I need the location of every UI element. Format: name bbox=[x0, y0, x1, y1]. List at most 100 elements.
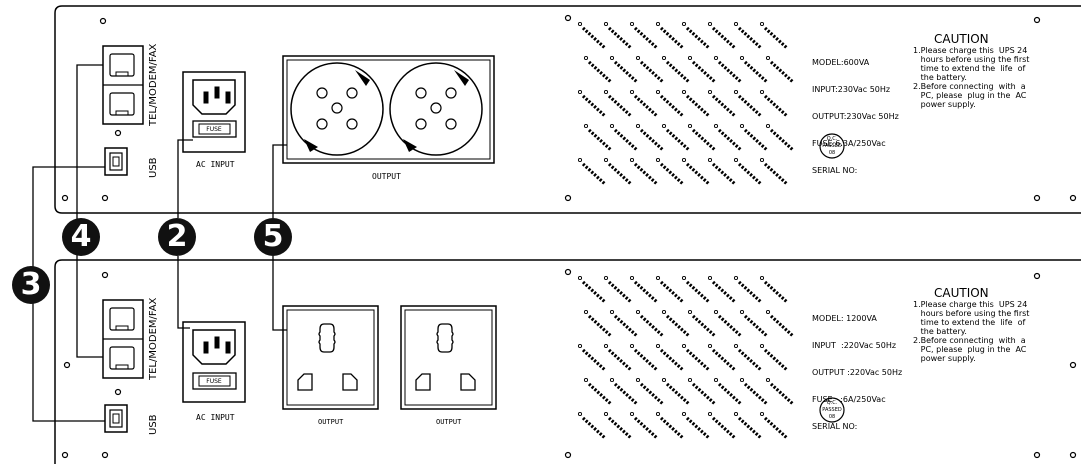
vent-slot bbox=[613, 382, 639, 406]
vent-slot bbox=[685, 280, 711, 304]
top-output-label: OUTPUT bbox=[372, 172, 401, 181]
top-spec-serial: SERIAL NO: bbox=[812, 166, 858, 175]
vent-hole bbox=[603, 411, 609, 417]
vent-slot bbox=[633, 94, 659, 118]
vent-slot bbox=[737, 26, 763, 50]
bottom-tel-modem-fax-label: TEL/MODEM/FAX bbox=[148, 297, 159, 380]
vent-slot bbox=[607, 162, 633, 186]
vent-slot bbox=[691, 60, 717, 84]
vent-hole bbox=[655, 411, 661, 417]
vent-hole bbox=[661, 309, 667, 315]
vent-slot bbox=[639, 60, 665, 84]
bottom-output-socket-2 bbox=[400, 305, 497, 410]
vent-hole bbox=[759, 21, 765, 27]
callout-2: 2 bbox=[158, 218, 196, 256]
vent-hole bbox=[577, 21, 583, 27]
vent-hole bbox=[733, 275, 739, 281]
vent-hole bbox=[661, 377, 667, 383]
vent-slot bbox=[633, 26, 659, 50]
callout-5: 5 bbox=[254, 218, 292, 256]
top-caution-line: time to extend the life of bbox=[913, 64, 1026, 73]
vent-slot bbox=[763, 94, 789, 118]
vent-hole bbox=[629, 157, 635, 163]
vent-hole bbox=[609, 309, 615, 315]
vent-hole bbox=[707, 343, 713, 349]
bottom-caution-line: power supply. bbox=[913, 354, 976, 363]
vent-hole bbox=[577, 89, 583, 95]
vent-slot bbox=[685, 162, 711, 186]
vent-slot bbox=[659, 348, 685, 372]
svg-text:PASSED: PASSED bbox=[822, 407, 842, 413]
vent-hole bbox=[681, 275, 687, 281]
top-ups-panel: Q.C. PASSED 08 bbox=[54, 5, 1081, 214]
vent-hole bbox=[609, 123, 615, 129]
vent-hole bbox=[681, 343, 687, 349]
vent-hole bbox=[765, 309, 771, 315]
bottom-spec-block: MODEL: 1200VA INPUT :220Vac 50Hz OUTPUT … bbox=[812, 296, 902, 440]
callout-4: 4 bbox=[62, 218, 100, 256]
vent-slot bbox=[743, 60, 769, 84]
bottom-ups-panel: Q.C. PASSED 08 bbox=[54, 259, 1081, 464]
vent-slot bbox=[737, 416, 763, 440]
vent-hole bbox=[609, 55, 615, 61]
vent-hole bbox=[733, 343, 739, 349]
vent-hole bbox=[661, 55, 667, 61]
vent-hole bbox=[739, 309, 745, 315]
vent-slot bbox=[639, 314, 665, 338]
vent-hole bbox=[583, 377, 589, 383]
vent-slot bbox=[691, 314, 717, 338]
vent-slot bbox=[737, 348, 763, 372]
vent-slot bbox=[633, 280, 659, 304]
vent-slot bbox=[587, 60, 613, 84]
vent-slot bbox=[607, 348, 633, 372]
vent-slot bbox=[659, 280, 685, 304]
vent-hole bbox=[687, 55, 693, 61]
vent-hole bbox=[603, 21, 609, 27]
top-spec-fuse: FUSE:6.3A/250Vac bbox=[812, 139, 886, 148]
vent-slot bbox=[607, 94, 633, 118]
top-caution-line: PC, please plug in the AC bbox=[913, 91, 1027, 100]
top-fuse-label: FUSE bbox=[206, 126, 222, 133]
top-usb-port bbox=[104, 147, 128, 176]
top-caution-line: 1.Please charge this UPS 24 bbox=[913, 46, 1028, 55]
bottom-caution-line: PC, please plug in the AC bbox=[913, 345, 1027, 354]
vent-hole bbox=[759, 343, 765, 349]
bottom-spec-input: INPUT :220Vac 50Hz bbox=[812, 341, 897, 350]
vent-hole bbox=[655, 343, 661, 349]
bottom-usb-port bbox=[104, 404, 128, 433]
vent-hole bbox=[577, 411, 583, 417]
bottom-caution-text: 1.Please charge this UPS 24 hours before… bbox=[913, 300, 1029, 363]
connector-lines bbox=[32, 64, 287, 422]
vent-slot bbox=[737, 280, 763, 304]
vent-hole bbox=[681, 411, 687, 417]
vent-hole bbox=[603, 275, 609, 281]
vent-slot bbox=[607, 280, 633, 304]
vent-slot bbox=[685, 94, 711, 118]
vent-hole bbox=[759, 275, 765, 281]
vent-hole bbox=[707, 411, 713, 417]
vent-slot bbox=[581, 280, 607, 304]
vent-hole bbox=[655, 89, 661, 95]
vent-slot bbox=[613, 314, 639, 338]
vent-hole bbox=[765, 55, 771, 61]
vent-hole bbox=[681, 157, 687, 163]
vent-slot bbox=[607, 416, 633, 440]
vent-slot bbox=[587, 314, 613, 338]
bottom-spec-fuse: FUSE :6A/250Vac bbox=[812, 395, 886, 404]
bottom-spec-serial: SERIAL NO: bbox=[812, 422, 858, 431]
vent-slot bbox=[607, 26, 633, 50]
vent-hole bbox=[759, 89, 765, 95]
vent-slot bbox=[581, 348, 607, 372]
vent-hole bbox=[687, 309, 693, 315]
vent-hole bbox=[635, 55, 641, 61]
vent-hole bbox=[577, 275, 583, 281]
bottom-spec-model: MODEL: 1200VA bbox=[812, 314, 877, 323]
bottom-tel-modem-jacks bbox=[102, 299, 144, 379]
top-caution-title: CAUTION bbox=[934, 32, 989, 46]
top-ac-input-label: AC INPUT bbox=[196, 160, 235, 169]
vent-slot bbox=[763, 26, 789, 50]
bottom-usb-label: USB bbox=[148, 414, 159, 435]
vent-hole bbox=[733, 157, 739, 163]
vent-hole bbox=[629, 21, 635, 27]
vent-hole bbox=[583, 309, 589, 315]
